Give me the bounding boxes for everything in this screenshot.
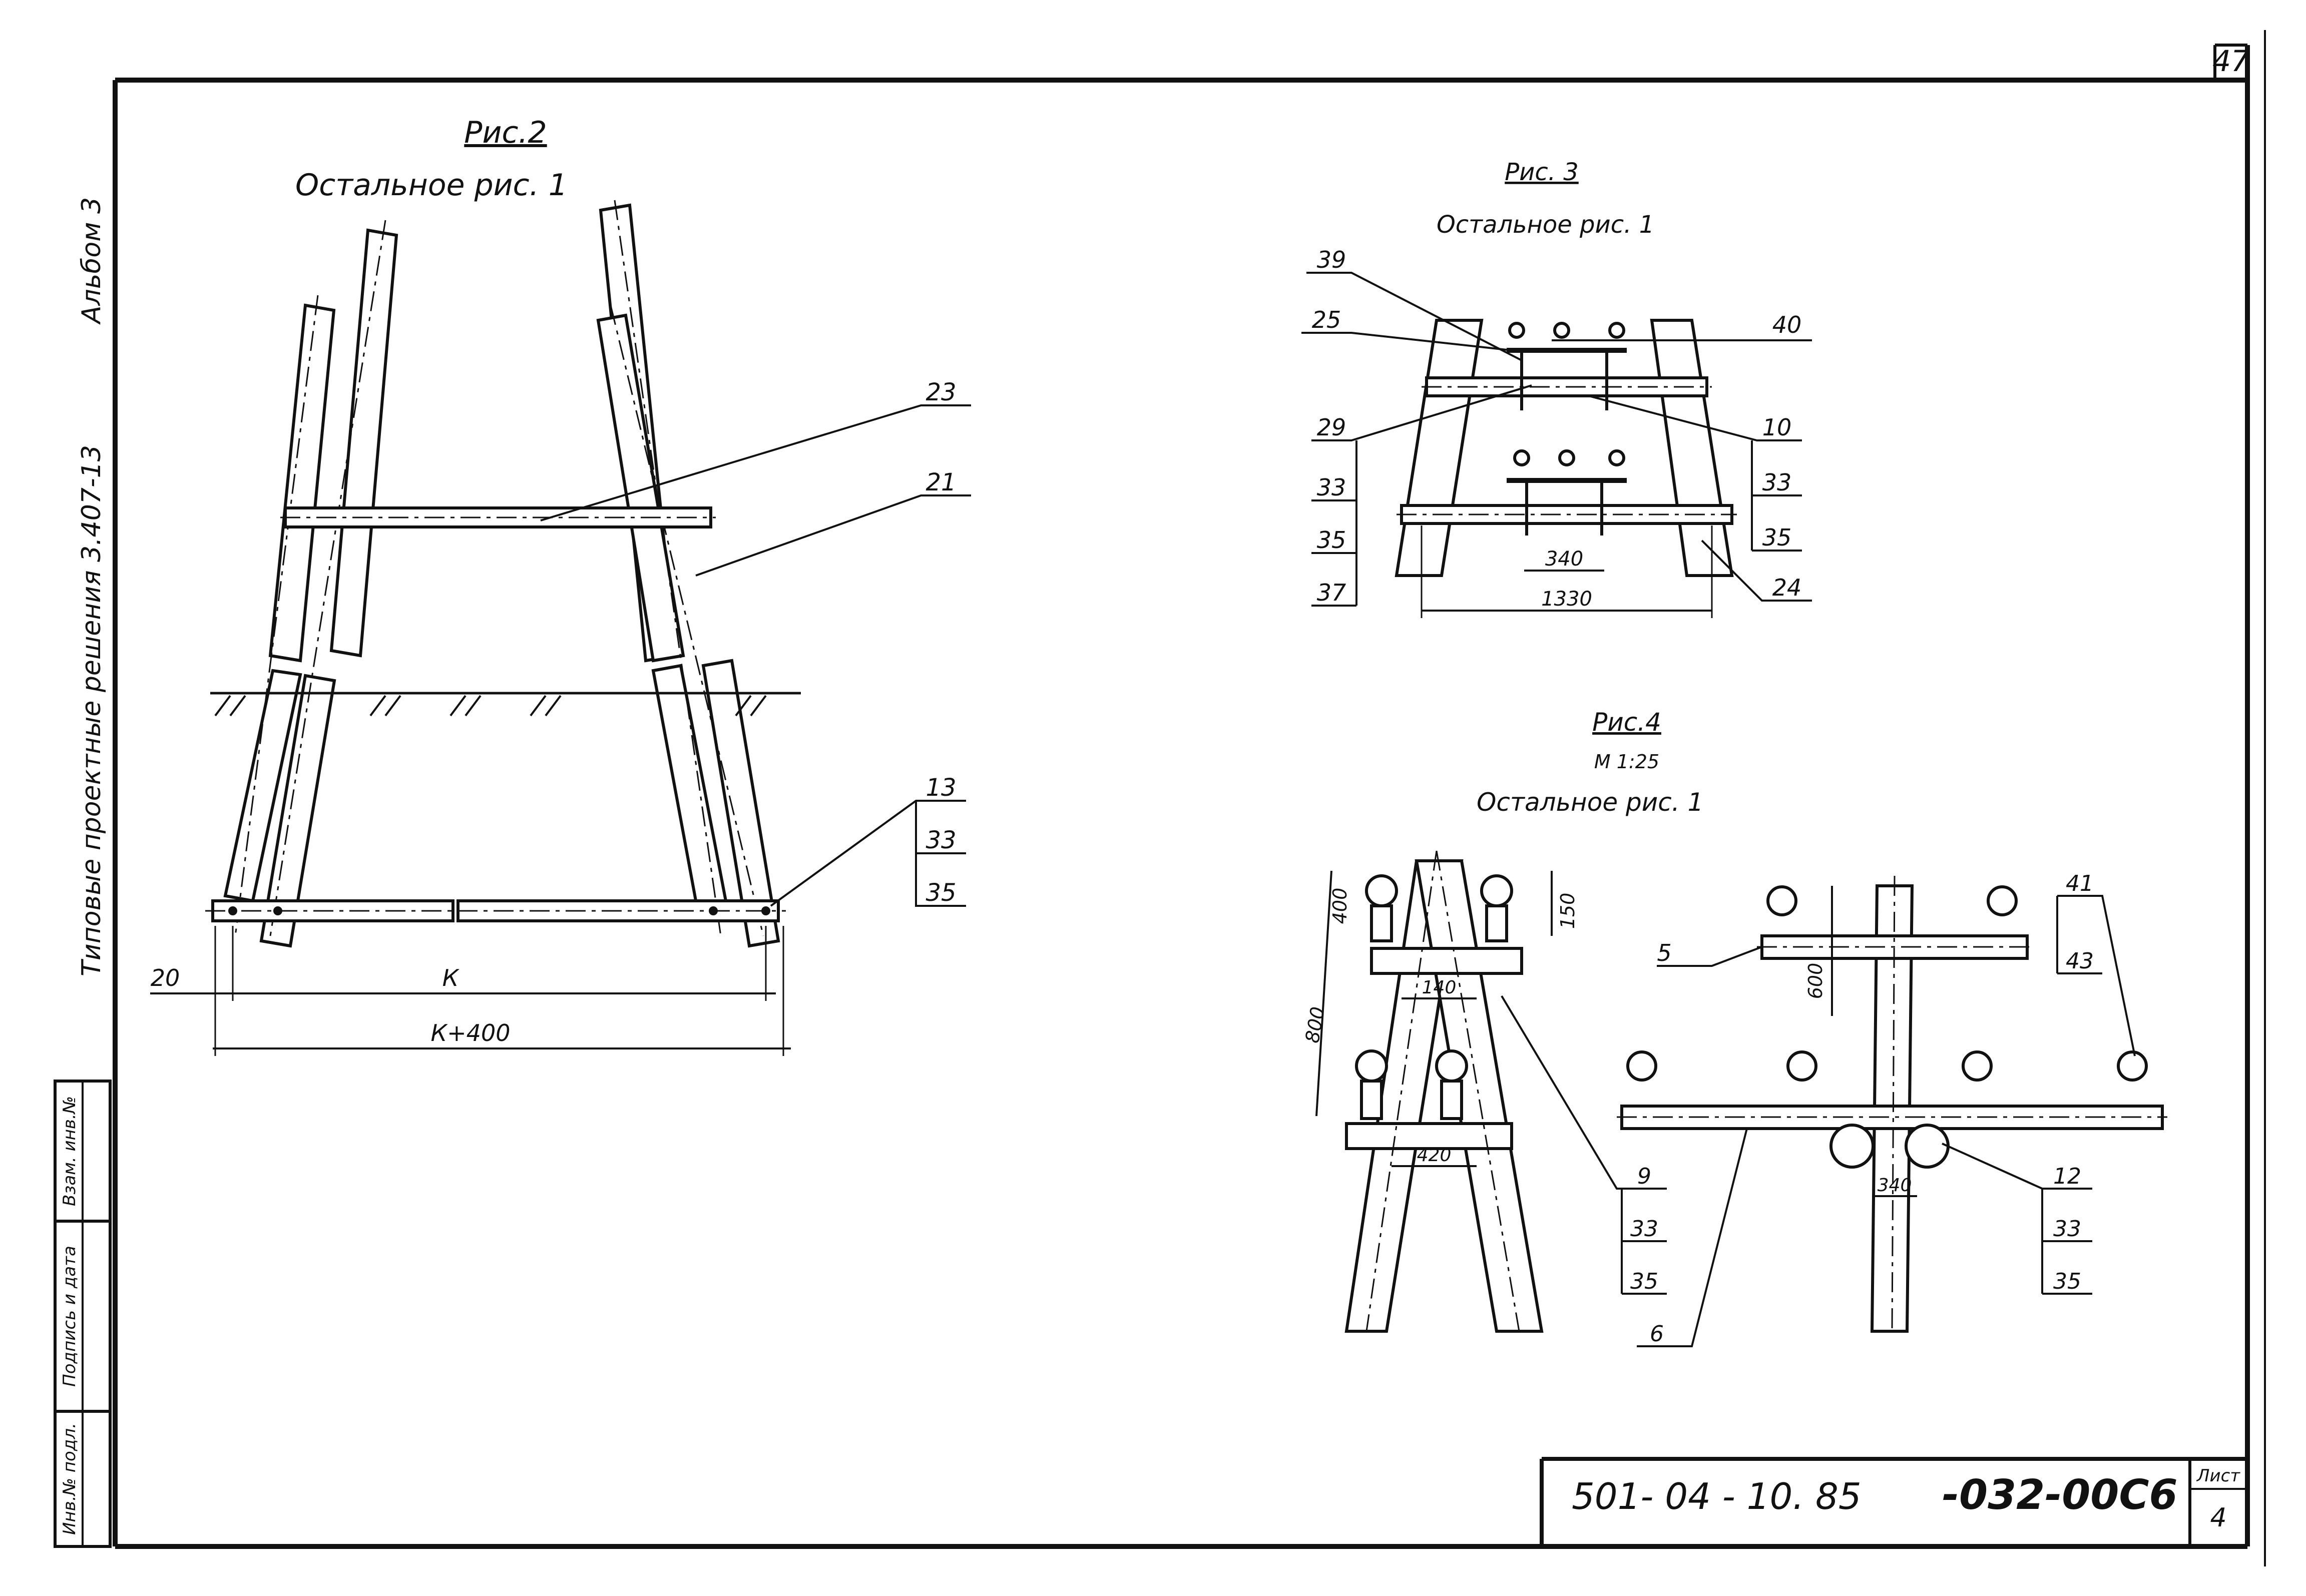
fig4-note: Остальное рис. 1 <box>1477 788 1703 817</box>
fig3-callout-10: 10 <box>1762 414 1792 441</box>
fig4-callout-lines <box>1501 895 2136 1347</box>
fig4-dim-400: 400 <box>1329 888 1351 924</box>
fig2-left-leg <box>223 220 398 948</box>
fig2-callout-23: 23 <box>926 378 956 406</box>
stamp-col2: Подпись и дата <box>60 1246 80 1387</box>
sheet-frame <box>113 30 2266 1566</box>
fig2-bottom-beam <box>205 899 786 922</box>
title-block <box>1540 1457 2247 1546</box>
fig4-callout-12: 12 <box>2053 1164 2081 1189</box>
series-label: Типовые проектные решения 3.407-13 <box>77 445 107 976</box>
drawing-code-suffix: -032-00С6 <box>1942 1471 2178 1519</box>
fig2-callout-13: 13 <box>926 774 956 802</box>
stamp-col1: Инв.№ подл. <box>60 1423 80 1535</box>
fig3-callout-35-left: 35 <box>1317 526 1346 554</box>
fig3-right-pole <box>1650 319 1734 577</box>
fig3-callout-35-right: 35 <box>1762 524 1792 551</box>
fig4-dim-140: 140 <box>1422 977 1457 998</box>
fig4-callout-33b: 33 <box>2053 1216 2081 1242</box>
fig2-dimension-lines <box>150 926 791 1056</box>
fig2-callout-21: 21 <box>926 468 956 496</box>
fig2-callout-35: 35 <box>926 879 956 907</box>
fig4-scale: М 1:25 <box>1594 751 1659 773</box>
fig4-callout-5: 5 <box>1657 939 1671 966</box>
fig3-dim-340: 340 <box>1545 548 1583 571</box>
drawing-code-prefix: 501- 04 - 10. 85 <box>1572 1475 1862 1517</box>
fig4-dim-420: 420 <box>1417 1145 1452 1166</box>
fig2-title: Рис.2 <box>464 115 547 150</box>
stamp-col3: Взам. инв.№ <box>60 1096 80 1206</box>
figure-2: Рис.2 Остальное рис. 1 <box>150 115 971 1056</box>
fig4-left-view <box>1344 850 1544 1333</box>
fig4-dim-150: 150 <box>1557 893 1579 929</box>
fig2-note: Остальное рис. 1 <box>295 168 568 203</box>
fig3-callout-40: 40 <box>1772 311 1802 338</box>
fig3-left-pole <box>1395 319 1484 577</box>
album-label: Альбом 3 <box>77 197 107 325</box>
fig3-callout-lines <box>1301 272 1812 607</box>
fig2-callout-33: 33 <box>926 826 956 854</box>
fig2-dim-20: 20 <box>151 964 180 991</box>
page-number: 47 <box>2212 44 2249 78</box>
fig4-title: Рис.4 <box>1592 708 1661 737</box>
fig4-dim-340: 340 <box>1878 1175 1912 1196</box>
figure-3: Рис. 3 Остальное рис. 1 <box>1301 158 1812 618</box>
fig3-dimension-lines <box>1421 525 1713 618</box>
fig4-right-view <box>1617 875 2167 1333</box>
fig3-callout-39: 39 <box>1317 246 1346 273</box>
fig4-callout-35a: 35 <box>1630 1269 1658 1294</box>
fig3-note: Остальное рис. 1 <box>1437 211 1654 239</box>
stamp-strip <box>54 1080 112 1548</box>
fig4-callout-6: 6 <box>1650 1321 1664 1347</box>
fig2-dim-k400: К+400 <box>430 1019 510 1046</box>
fig4-callout-35b: 35 <box>2053 1269 2081 1294</box>
fig3-title: Рис. 3 <box>1505 158 1579 186</box>
fig4-callout-9: 9 <box>1637 1164 1651 1189</box>
fig2-right-leg <box>596 200 780 948</box>
sheet-label: Лист <box>2196 1466 2240 1486</box>
fig3-callout-33-right: 33 <box>1762 469 1792 496</box>
fig3-callout-24: 24 <box>1772 574 1802 601</box>
fig4-callout-41: 41 <box>2066 871 2094 896</box>
fig4-callout-33a: 33 <box>1630 1216 1658 1242</box>
fig3-callout-33-left: 33 <box>1317 474 1346 501</box>
fig3-lower-insulator-bracket <box>1507 449 1627 536</box>
fig2-callout-lines <box>540 404 971 907</box>
fig2-dim-k: К <box>442 964 460 991</box>
figure-4: Рис.4 М 1:25 Остальное рис. 1 <box>1301 708 2167 1347</box>
sheet-number: 4 <box>2210 1503 2226 1533</box>
fig3-dim-1330: 1330 <box>1541 588 1592 611</box>
fig4-dimension-lines <box>1315 870 1917 1197</box>
fig3-callout-29: 29 <box>1317 414 1346 441</box>
fig4-callout-43: 43 <box>2066 948 2094 974</box>
fig3-callout-25: 25 <box>1312 306 1341 333</box>
fig3-callout-37: 37 <box>1317 579 1346 606</box>
fig4-dim-600: 600 <box>1804 963 1826 999</box>
fig4-dim-800: 800 <box>1301 1005 1329 1044</box>
fig2-ground-line <box>210 692 801 717</box>
